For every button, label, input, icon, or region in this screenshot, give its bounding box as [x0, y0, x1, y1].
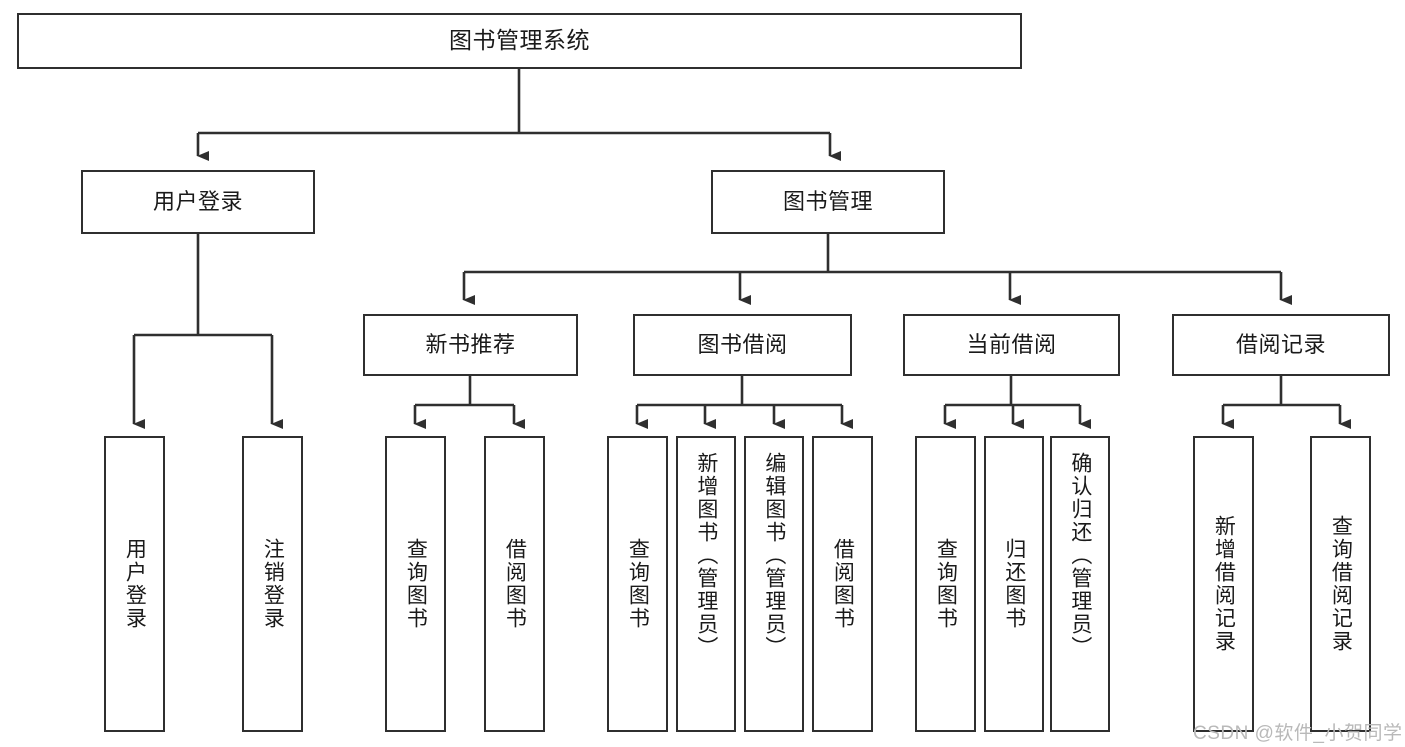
node-new-book-recommend[interactable]: 新书推荐	[363, 314, 578, 376]
leaf-query-book-borrow[interactable]: 查询图书	[607, 436, 668, 732]
leaf-add-book-admin-label: 新增图书（管理员）	[694, 452, 718, 659]
leaf-query-book-recommend-label: 查询图书	[404, 538, 428, 630]
node-user-login-label: 用户登录	[152, 189, 243, 215]
leaf-return-book-label: 归还图书	[1002, 538, 1026, 630]
node-book-borrow[interactable]: 图书借阅	[633, 314, 852, 376]
node-root-label: 图书管理系统	[449, 27, 590, 54]
leaf-logout-label: 注销登录	[261, 538, 285, 630]
leaf-borrow-book-borrow-label: 借阅图书	[831, 538, 855, 630]
leaf-user-login[interactable]: 用户登录	[104, 436, 165, 732]
node-current-borrow-label: 当前借阅	[966, 332, 1057, 358]
leaf-query-book-borrow-label: 查询图书	[626, 538, 650, 630]
leaf-borrow-book-recommend[interactable]: 借阅图书	[484, 436, 545, 732]
leaf-query-book-current-label: 查询图书	[934, 538, 958, 630]
leaf-edit-book-admin[interactable]: 编辑图书（管理员）	[744, 436, 804, 732]
leaf-confirm-return-admin-label: 确认归还（管理员）	[1068, 452, 1092, 659]
leaf-query-book-recommend[interactable]: 查询图书	[385, 436, 446, 732]
leaf-logout[interactable]: 注销登录	[242, 436, 303, 732]
leaf-return-book[interactable]: 归还图书	[984, 436, 1044, 732]
node-borrow-record[interactable]: 借阅记录	[1172, 314, 1390, 376]
leaf-edit-book-admin-label: 编辑图书（管理员）	[762, 452, 786, 659]
node-new-book-recommend-label: 新书推荐	[425, 332, 516, 358]
node-user-login[interactable]: 用户登录	[81, 170, 315, 234]
leaf-user-login-label: 用户登录	[123, 538, 147, 630]
csdn-watermark: CSDN @软件_小贺同学	[1193, 723, 1403, 744]
node-book-management-label: 图书管理	[782, 189, 873, 215]
leaf-query-borrow-record-label: 查询借阅记录	[1329, 515, 1353, 653]
leaf-add-book-admin[interactable]: 新增图书（管理员）	[676, 436, 736, 732]
node-book-management[interactable]: 图书管理	[711, 170, 945, 234]
leaf-query-borrow-record[interactable]: 查询借阅记录	[1310, 436, 1371, 732]
leaf-borrow-book-borrow[interactable]: 借阅图书	[812, 436, 873, 732]
leaf-borrow-book-recommend-label: 借阅图书	[503, 538, 527, 630]
node-root[interactable]: 图书管理系统	[17, 13, 1022, 69]
leaf-confirm-return-admin[interactable]: 确认归还（管理员）	[1050, 436, 1110, 732]
leaf-add-borrow-record[interactable]: 新增借阅记录	[1193, 436, 1254, 732]
node-borrow-record-label: 借阅记录	[1235, 332, 1326, 358]
leaf-add-borrow-record-label: 新增借阅记录	[1212, 515, 1236, 653]
node-current-borrow[interactable]: 当前借阅	[903, 314, 1120, 376]
leaf-query-book-current[interactable]: 查询图书	[915, 436, 976, 732]
node-book-borrow-label: 图书借阅	[697, 332, 788, 358]
